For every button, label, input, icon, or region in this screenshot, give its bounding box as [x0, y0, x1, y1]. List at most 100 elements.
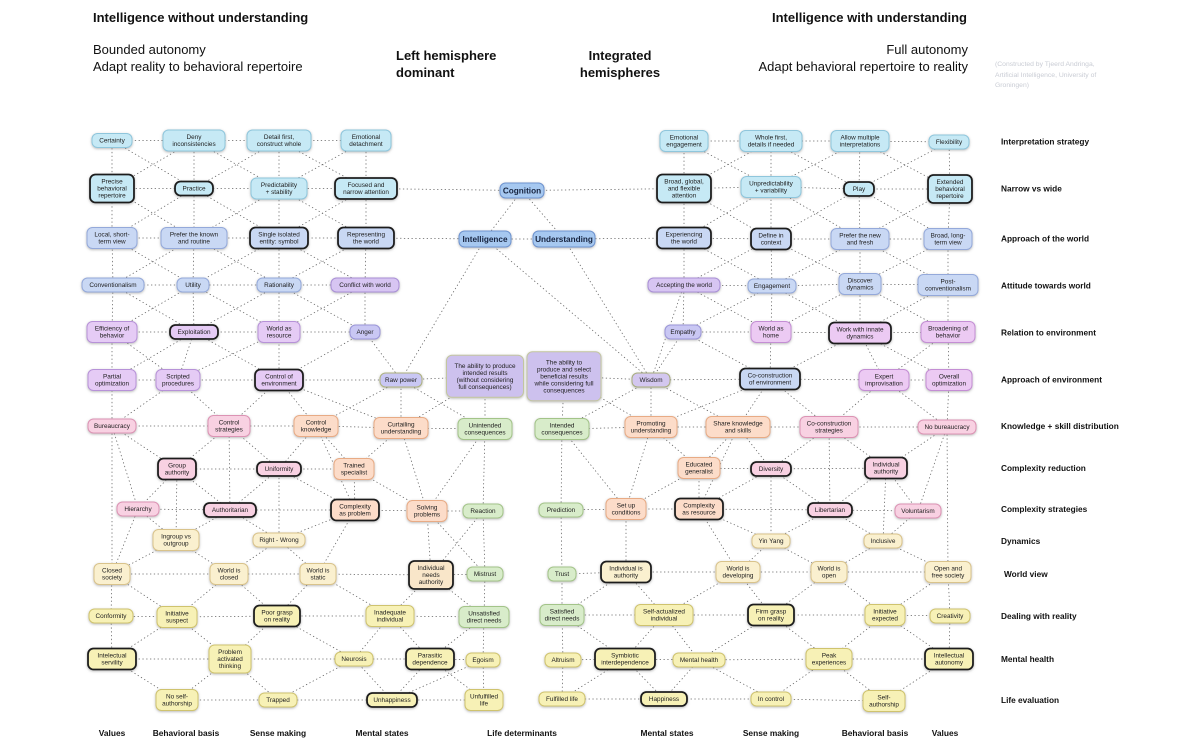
svg-text:World view: World view [1004, 569, 1048, 579]
svg-text:Sense making: Sense making [743, 728, 799, 738]
svg-text:Values: Values [932, 728, 959, 738]
svg-text:Approach of the world: Approach of the world [1001, 234, 1089, 244]
svg-text:Exploitation: Exploitation [177, 329, 210, 336]
svg-text:Neurosis: Neurosis [341, 656, 366, 663]
svg-text:Life evaluation: Life evaluation [1001, 695, 1059, 705]
svg-text:Creativity: Creativity [937, 613, 964, 620]
svg-text:Conformity: Conformity [96, 613, 128, 620]
svg-text:Prediction: Prediction [547, 507, 576, 514]
svg-text:Sense making: Sense making [250, 728, 306, 738]
svg-text:Dynamics: Dynamics [1001, 536, 1041, 546]
svg-text:Bureaucracy: Bureaucracy [94, 423, 131, 430]
svg-text:Rationality: Rationality [264, 282, 295, 289]
svg-text:Cognition: Cognition [503, 186, 541, 195]
svg-text:Altruism: Altruism [551, 657, 574, 664]
svg-text:Wisdom: Wisdom [639, 377, 662, 384]
svg-text:Self-authorship: Self-authorship [869, 695, 899, 709]
svg-text:Values: Values [99, 728, 126, 738]
svg-text:No bureaucracy: No bureaucracy [924, 424, 970, 431]
svg-text:Intelligence: Intelligence [462, 235, 507, 244]
svg-text:Complexity reduction: Complexity reduction [1001, 463, 1086, 473]
svg-text:Understanding: Understanding [535, 235, 593, 244]
svg-text:Post-conventionalism: Post-conventionalism [925, 279, 971, 293]
svg-text:Complexity strategies: Complexity strategies [1001, 504, 1088, 514]
svg-text:Local, short-term view: Local, short-term view [94, 232, 129, 246]
svg-text:Relation to environment: Relation to environment [1001, 328, 1096, 338]
svg-text:Broad, long-term view: Broad, long-term view [931, 233, 966, 247]
svg-text:Fulfilled life: Fulfilled life [546, 696, 578, 703]
svg-text:Play: Play [853, 186, 866, 193]
svg-text:Right - Wrong: Right - Wrong [259, 537, 299, 544]
svg-text:Knowledge + skill distribution: Knowledge + skill distribution [1001, 421, 1119, 431]
svg-text:Behavioral basis: Behavioral basis [153, 728, 220, 738]
svg-text:Narrow vs wide: Narrow vs wide [1001, 184, 1062, 194]
svg-text:Raw power: Raw power [385, 377, 418, 384]
svg-text:Uniformity: Uniformity [265, 466, 295, 473]
svg-text:Hierarchy: Hierarchy [124, 506, 152, 513]
svg-text:Mistrust: Mistrust [474, 571, 497, 578]
svg-text:Trust: Trust [555, 571, 570, 578]
svg-text:Conventionalism: Conventionalism [89, 282, 136, 289]
svg-text:Mental states: Mental states [355, 728, 408, 738]
svg-text:Practice: Practice [182, 186, 206, 193]
svg-text:Happiness: Happiness [649, 696, 679, 703]
svg-text:Libertarian: Libertarian [815, 507, 846, 514]
svg-text:Predictability+ stability: Predictability+ stability [261, 182, 298, 196]
svg-text:Conflict with world: Conflict with world [339, 282, 391, 289]
svg-text:Egoism: Egoism [472, 657, 493, 664]
svg-text:Detail first,construct whole: Detail first,construct whole [257, 134, 302, 148]
svg-text:Anger: Anger [356, 329, 374, 336]
svg-text:Diversity: Diversity [759, 466, 784, 473]
svg-text:Life determinants: Life determinants [487, 728, 557, 738]
svg-text:Dealing with reality: Dealing with reality [1001, 611, 1077, 621]
svg-text:Empathy: Empathy [670, 329, 696, 336]
